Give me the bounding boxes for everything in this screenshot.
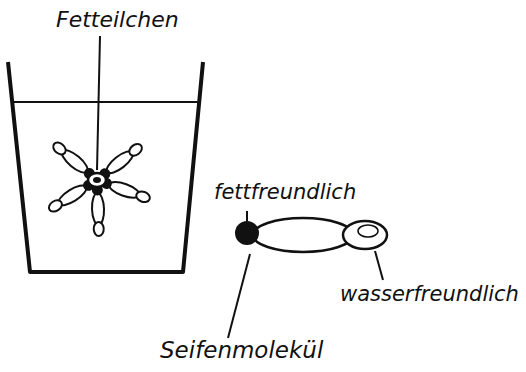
leader-line <box>246 211 248 221</box>
label-text: fettfreundlich <box>214 181 356 204</box>
soap-molecule <box>235 218 387 252</box>
glass <box>8 62 203 272</box>
micelle <box>46 139 151 236</box>
fat-particle <box>88 173 106 187</box>
leader-line <box>228 254 250 338</box>
label-text: Fetteilchen <box>56 8 179 32</box>
water-surface <box>13 101 199 103</box>
leader-line <box>375 251 383 280</box>
leader-line <box>97 36 100 170</box>
label-text: Seifenmolekül <box>160 338 323 363</box>
label-text: wasserfreundlich <box>340 283 519 306</box>
